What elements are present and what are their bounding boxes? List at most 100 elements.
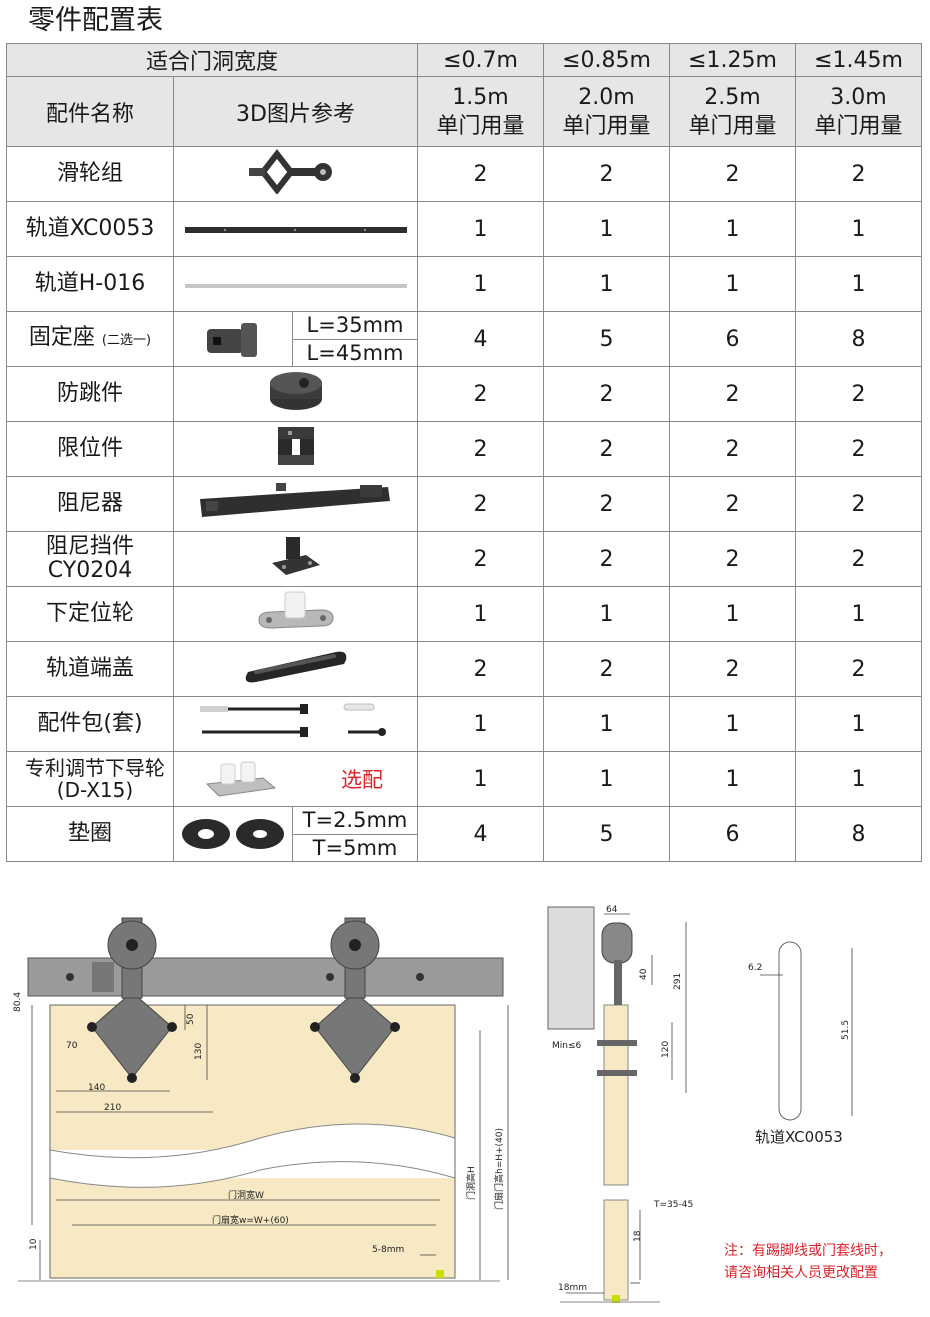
width-header: ≤1.45m: [795, 43, 923, 77]
qty-cell: 2: [417, 421, 545, 477]
qty-cell: 6: [669, 806, 797, 862]
qty-cell: 1: [669, 696, 797, 752]
qty-cell: 2: [795, 531, 923, 587]
page-title: 零件配置表: [28, 5, 163, 36]
fit-width-label: 适合门洞宽度: [5, 43, 419, 77]
screw-pack-icon: [199, 703, 386, 737]
qty-cell: 2: [795, 146, 923, 202]
dimension-label: 291: [673, 973, 683, 990]
qty-cell: 1: [669, 256, 797, 312]
qty-cell: 1: [417, 586, 545, 642]
qty-cell: 1: [669, 201, 797, 257]
qty-cell: 5: [543, 806, 671, 862]
qty-cell: 2: [795, 366, 923, 422]
qty-cell: 2: [543, 531, 671, 587]
qty-cell: 2: [669, 366, 797, 422]
qty-cell: 5: [543, 311, 671, 367]
dimension-label: 6.2: [748, 963, 762, 973]
qty-cell: 2: [669, 531, 797, 587]
pulley-hanger-icon: [248, 149, 332, 195]
anti-jump-icon: [269, 372, 322, 410]
part-name: 阻尼器: [6, 476, 174, 532]
qty-cell: 8: [795, 311, 923, 367]
part-name: 垫圈: [6, 806, 174, 862]
dimension-label: 10: [29, 1238, 39, 1250]
option-label: T=2.5mm: [302, 808, 408, 833]
table-row: 阻尼器 2 2 2 2: [6, 476, 923, 532]
qty-cell: 1: [795, 256, 923, 312]
qty-cell: 2: [543, 421, 671, 477]
qty-cell: 4: [417, 311, 545, 367]
track-profile: 6.2 51.5 轨道XC0053: [748, 941, 853, 1146]
front-view: 80.4 70 50 130 140 210 门洞宽W 门扇宽w=W+(60) …: [13, 917, 509, 1282]
dimension-label: 120: [661, 1041, 671, 1058]
part-name: 下定位轮: [6, 586, 174, 642]
qty-cell: 2: [417, 476, 545, 532]
dimension-label: T=35-45: [653, 1200, 693, 1210]
damper-icon: [199, 483, 390, 517]
qty-cell: 2: [417, 366, 545, 422]
qty-cell: 2: [417, 146, 545, 202]
fixing-seat-icon: [207, 323, 257, 357]
dimension-label: 70: [66, 1041, 78, 1051]
table-row: 防跳件 2 2 2 2: [6, 366, 923, 422]
qty-cell: 1: [543, 696, 671, 752]
dimension-label: 门洞宽W: [228, 1189, 264, 1201]
qty-cell: 2: [795, 476, 923, 532]
picture-header: 3D图片参考: [172, 76, 419, 147]
dimension-label: 40: [639, 968, 649, 980]
part-name: 滑轮组: [6, 146, 174, 202]
qty-cell: 1: [795, 586, 923, 642]
dimension-label: 18: [633, 1230, 643, 1242]
install-note: 注：有踢脚线或门套线时， 请咨询相关人员更改配置: [724, 1243, 892, 1281]
qty-cell: 2: [795, 421, 923, 477]
dimension-label: 50: [186, 1013, 196, 1025]
qty-cell: 2: [795, 641, 923, 697]
qty-cell: 2: [543, 366, 671, 422]
table-row: 轨道H-016 1 1 1 1: [6, 256, 923, 312]
qty-cell: 2: [669, 421, 797, 477]
qty-cell: 1: [543, 201, 671, 257]
qty-cell: 2: [417, 531, 545, 587]
qty-cell: 2: [669, 476, 797, 532]
part-name: 限位件: [6, 421, 174, 477]
part-name: 固定座 (二选一): [6, 311, 174, 367]
dimension-label: 130: [194, 1043, 204, 1060]
width-header: ≤0.7m: [417, 43, 545, 77]
qty-cell: 4: [417, 806, 545, 862]
part-name: 轨道端盖: [6, 641, 174, 697]
dimension-label: 门扇门高h=H+(40): [493, 1128, 505, 1210]
table-row: 下定位轮 1 1 1 1: [6, 586, 923, 642]
qty-cell: 1: [417, 751, 545, 807]
dimension-label: 64: [606, 905, 618, 915]
qty-cell: 1: [417, 201, 545, 257]
table-row: 垫圈 T=2.5mm T=5mm 4 5 6 8: [6, 806, 923, 862]
qty-cell: 2: [543, 476, 671, 532]
qty-cell: 2: [543, 146, 671, 202]
part-name: 轨道XC0053: [6, 201, 174, 257]
option-label: L=45mm: [293, 338, 417, 366]
silver-track-icon: [184, 283, 407, 288]
qty-cell: 2: [417, 641, 545, 697]
part-name-header: 配件名称: [6, 76, 174, 147]
width-header: ≤1.25m: [669, 43, 797, 77]
parts-config-table: 适合门洞宽度 ≤0.7m ≤0.85m ≤1.25m ≤1.45m 配件名称 3…: [5, 43, 923, 862]
qty-cell: 8: [795, 806, 923, 862]
dimension-label: 18mm: [558, 1283, 587, 1293]
dimension-label: 140: [88, 1083, 105, 1093]
qty-cell: 2: [543, 641, 671, 697]
stopper-icon: [277, 427, 314, 465]
qty-cell: 1: [795, 696, 923, 752]
table-row: 轨道XC0053 1 1 1 1: [6, 201, 923, 257]
qty-cell: 2: [669, 641, 797, 697]
washer-icon: [182, 819, 284, 849]
black-track-icon: [184, 226, 407, 233]
track-end-cap-icon: [245, 651, 346, 683]
table-row: 配件包(套) 1 1 1 1: [6, 696, 923, 752]
dimension-label: 51.5: [841, 1020, 851, 1040]
dimension-label: 门洞高H: [465, 1166, 477, 1200]
qty-cell: 2: [669, 146, 797, 202]
floor-guide-wheel-icon: [257, 591, 334, 629]
